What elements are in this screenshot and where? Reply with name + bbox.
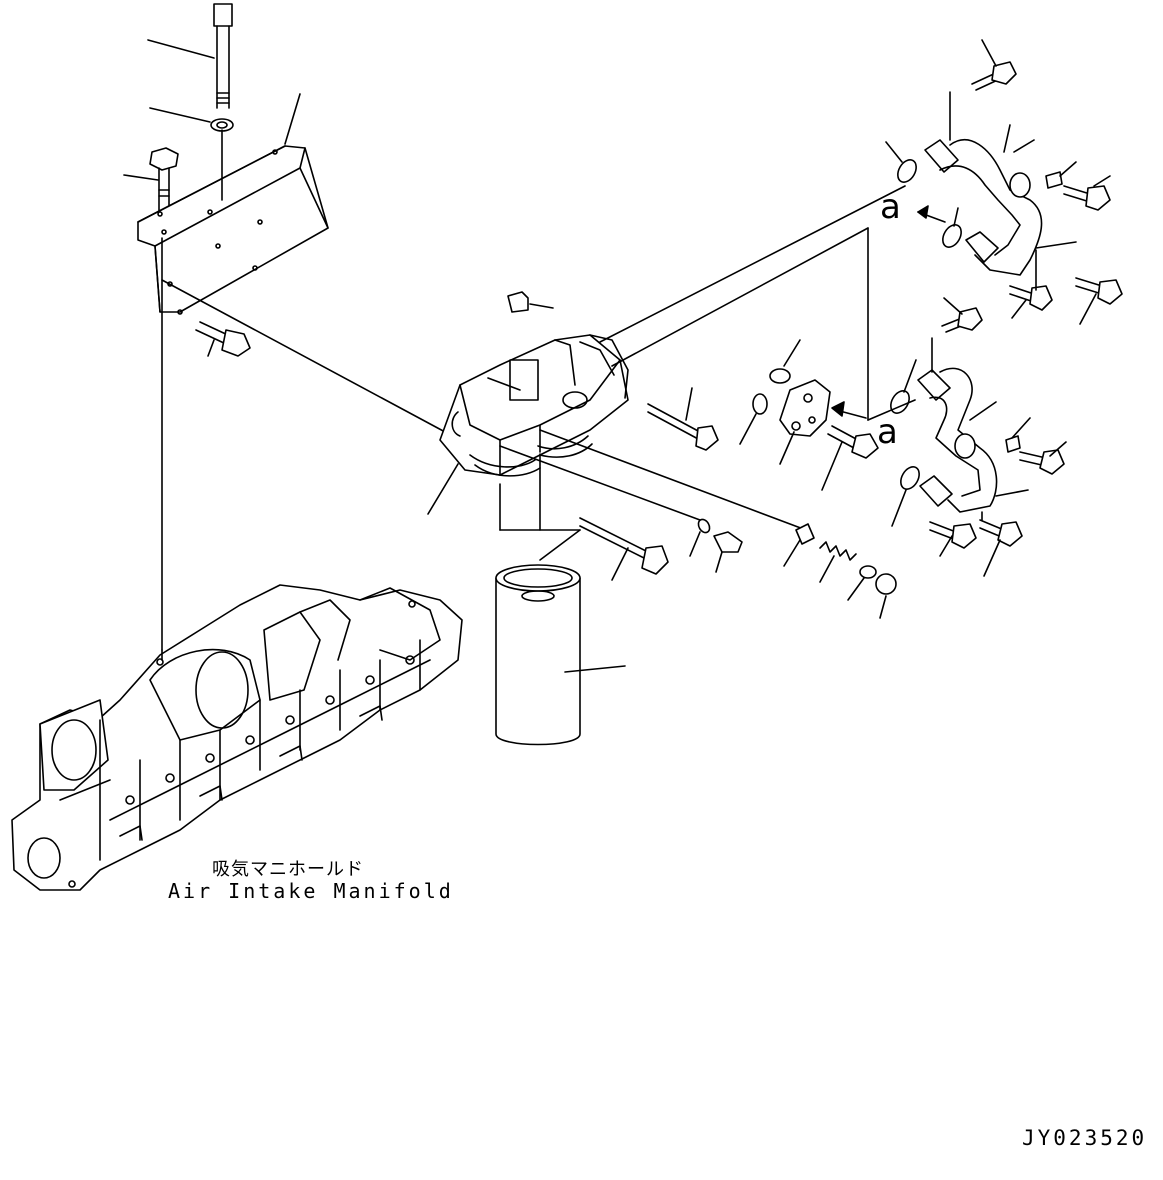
leader-line <box>611 547 629 581</box>
drawing-number: JY023520 <box>1022 1126 1148 1150</box>
flange-bolt <box>971 61 1017 91</box>
leader-line <box>983 539 1001 577</box>
leader-line <box>969 401 997 421</box>
o-ring <box>942 224 962 248</box>
flange-bolt <box>827 425 879 459</box>
leader-line <box>879 595 887 619</box>
leader-line <box>207 339 215 357</box>
leader-line <box>939 535 953 557</box>
leader-line <box>995 489 1029 497</box>
flange-bolt <box>1009 285 1053 311</box>
flange-bolt <box>979 519 1023 547</box>
flange-bolt <box>941 307 983 333</box>
leader-line <box>739 413 757 445</box>
projection-line <box>599 185 906 343</box>
plug <box>507 291 554 313</box>
leader-line <box>903 359 917 393</box>
leader-line <box>1059 161 1077 177</box>
o-ring <box>890 390 910 414</box>
leader-line <box>427 463 459 515</box>
leader-line <box>1013 139 1035 153</box>
leader-line <box>779 431 795 465</box>
leader-line <box>891 489 907 527</box>
flange-bolt <box>1075 277 1123 305</box>
o-ring <box>859 565 877 579</box>
leader-line <box>1049 441 1067 457</box>
leader-line <box>981 39 997 67</box>
leader-line <box>943 297 963 315</box>
o-ring <box>752 393 768 415</box>
leader-line <box>885 141 903 163</box>
projection-line <box>161 279 461 441</box>
adapter-plate <box>779 379 831 437</box>
lower-pipe <box>917 367 998 513</box>
leader-line <box>1093 175 1111 187</box>
leader-line <box>783 539 801 567</box>
leader-line <box>1035 241 1077 249</box>
leader-line <box>685 387 693 421</box>
filter-head <box>439 334 629 477</box>
long-bolt <box>579 517 669 575</box>
plug <box>875 573 897 595</box>
washer <box>1045 171 1063 189</box>
o-ring <box>897 159 917 183</box>
arrow-head <box>831 401 845 417</box>
flange-bolt <box>929 521 977 549</box>
leader-line <box>1011 417 1031 439</box>
manifold-label-jp: 吸気マニホールド <box>212 859 364 880</box>
long-bolt <box>647 403 719 451</box>
plug <box>713 531 743 553</box>
leader-line <box>689 531 701 557</box>
leader-line <box>1011 299 1027 319</box>
projection-line <box>539 429 807 531</box>
washer <box>1005 435 1021 453</box>
manifold-label-en: Air Intake Manifold <box>168 879 454 903</box>
leader-line <box>1079 293 1097 325</box>
leader-line <box>953 207 959 227</box>
leader-line <box>819 555 835 583</box>
reference-mark-a-lower: a <box>877 412 898 452</box>
flange-bolt <box>1063 185 1111 211</box>
projection-line <box>499 445 701 521</box>
spring <box>819 541 857 561</box>
leader-line <box>149 107 211 123</box>
projection-line <box>611 227 869 367</box>
leader-line <box>564 665 626 673</box>
upper-pipe <box>924 139 1043 276</box>
o-ring <box>697 518 711 534</box>
o-ring <box>769 368 791 384</box>
leader-line <box>715 551 723 573</box>
leader-line <box>847 577 865 601</box>
long-bolt <box>213 3 233 109</box>
bracket-plate <box>137 145 329 315</box>
leader-line <box>147 39 215 59</box>
leader-line <box>539 529 581 561</box>
flange-bolt <box>195 321 251 357</box>
filter-element <box>495 564 581 746</box>
air-intake-manifold <box>11 584 463 891</box>
leader-line <box>783 339 801 367</box>
leader-line <box>123 174 159 181</box>
leader-line <box>821 441 843 491</box>
leader-line <box>284 93 301 145</box>
flange-bolt <box>149 147 179 213</box>
o-ring <box>900 466 920 490</box>
flange-bolt <box>1019 449 1065 475</box>
reference-mark-a-upper: a <box>880 187 901 227</box>
arrow-head <box>917 205 929 219</box>
leader-line <box>1003 124 1011 153</box>
